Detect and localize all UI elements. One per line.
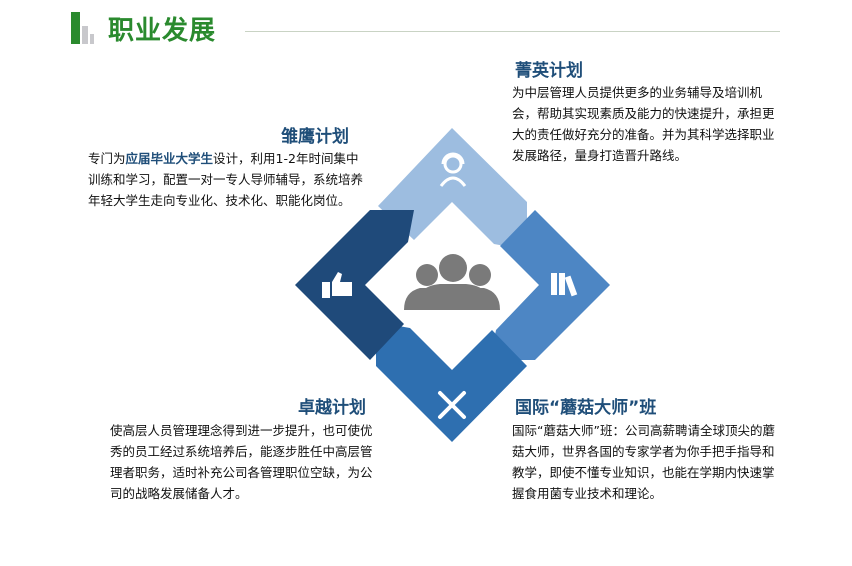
chuying-text: 专门为应届毕业大学生设计，利用1-2年时间集中训练和学习，配置一对一专人导师辅导… bbox=[88, 148, 366, 211]
chuying-text-post: 设计，利用1-2年时间集中训练和学习，配置一对一专人导师辅导，系统培养年轻大学生… bbox=[88, 151, 364, 208]
team-icon bbox=[404, 254, 500, 310]
chuying-title: 雏鹰计划 bbox=[281, 127, 349, 147]
bar-logo-icon bbox=[71, 12, 94, 44]
bottom-arrow bbox=[376, 322, 527, 442]
tools-icon bbox=[438, 391, 466, 419]
chuying-highlight: 应届毕业大学生 bbox=[125, 151, 214, 166]
mogu-title: 国际“蘑菇大师”班 bbox=[515, 398, 657, 418]
mogu-text: 国际“蘑菇大师”班：公司高薪聘请全球顶尖的蘑菇大师，世界各国的专家学者为你手把手… bbox=[512, 423, 775, 501]
title-divider bbox=[245, 31, 780, 32]
page-title: 职业发展 bbox=[108, 16, 217, 46]
chuying-text-pre: 专门为 bbox=[88, 151, 126, 166]
right-arrow bbox=[490, 210, 610, 360]
headset-person-icon bbox=[439, 152, 467, 187]
binders-icon bbox=[551, 273, 578, 297]
top-arrow bbox=[378, 128, 527, 250]
jingying-text: 为中层管理人员提供更多的业务辅导及培训机会，帮助其实现素质及能力的快速提升，承担… bbox=[512, 85, 775, 163]
left-arrow bbox=[295, 210, 414, 360]
zhuoyue-text: 使高层人员管理理念得到进一步提升，也可使优秀的员工经过系统培养后，能逐步胜任中高… bbox=[110, 423, 373, 501]
thumbs-up-icon bbox=[322, 272, 352, 298]
zhuoyue-title: 卓越计划 bbox=[298, 398, 366, 418]
jingying-title: 菁英计划 bbox=[515, 61, 583, 81]
